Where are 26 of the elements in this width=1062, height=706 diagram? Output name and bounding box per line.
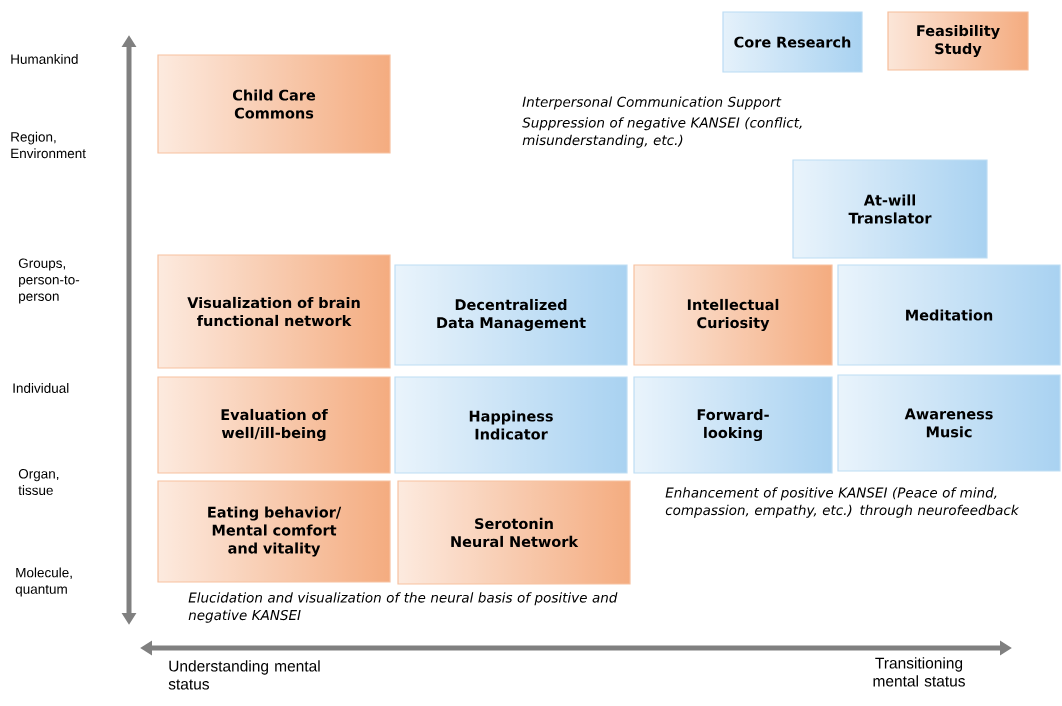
research-box: At-will Translator <box>792 159 988 259</box>
note-text: Suppression of negative KANSEI (conflict, misunderstanding, etc.) <box>522 117 802 148</box>
research-box: Awareness Music <box>837 374 1061 472</box>
note-text: Enhancement of positive KANSEI (Peace of mind, compassion, empathy, etc.) through neurofeedback <box>665 487 1020 518</box>
legend-label: Feasibility Study <box>917 24 1000 58</box>
research-box: Happiness Indicator <box>394 376 628 474</box>
research-box: Serotonin Neural Network <box>397 480 631 585</box>
axis-end-label: Understanding mental status <box>168 660 320 690</box>
research-box: Child Care Commons <box>157 54 391 154</box>
axis-end-label: Transitioning mental status <box>873 657 965 687</box>
axis-level-label: Groups, person-to-person <box>18 258 80 304</box>
research-box: Eating behavior/ Mental comfort and vitality <box>157 480 391 583</box>
axis-level-label: Region, Environment <box>11 131 86 159</box>
axis-level-label: Individual <box>13 383 69 393</box>
research-box: Intellectual Curiosity <box>633 264 833 366</box>
research-box: Meditation <box>837 264 1061 366</box>
legend-label: Core Research <box>734 36 851 48</box>
research-box: Evaluation of well/ill-being <box>157 376 391 474</box>
axis-level-label: Molecule, quantum <box>15 567 72 597</box>
research-box: Forward-looking <box>633 376 833 474</box>
note-text: Elucidation and visualization of the neural basis of positive and negative KANSEI <box>188 592 618 623</box>
research-box: Visualization of brain functional network <box>157 254 391 369</box>
research-box: Decentralized Data Management <box>394 264 628 366</box>
note-text: Interpersonal Communication Support <box>522 96 782 110</box>
axis-level-label: Organ, tissue <box>18 468 59 495</box>
axis-level-label: Humankind <box>11 54 78 64</box>
